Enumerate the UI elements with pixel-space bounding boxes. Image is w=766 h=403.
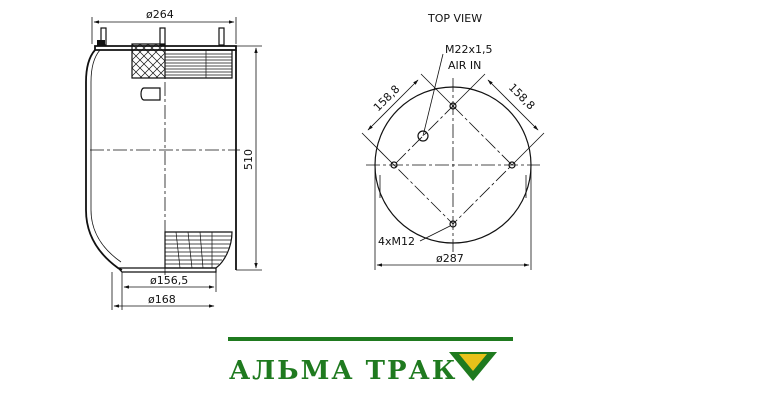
bolts-label: 4xM12 (378, 235, 415, 248)
brand-bar (228, 337, 513, 341)
bellow-inner-wall (90, 49, 122, 263)
side-view: ø264 (85, 8, 262, 310)
dim-top-view-diameter: ø287 (374, 165, 532, 270)
dim-top-diameter: ø264 (91, 8, 237, 44)
top-view-title: TOP VIEW (427, 12, 482, 25)
bellow-outline (85, 49, 123, 271)
dim-top-label: ø264 (146, 8, 174, 21)
air-inlet-label: AIR IN (448, 59, 481, 72)
dim-bolt-right-label: 158,8 (506, 81, 537, 112)
air-inlet-leader (422, 53, 444, 137)
bolt-holes (390, 102, 516, 228)
brand-logo: АЛЬМА ТРАК (228, 337, 513, 386)
top-view: TOP VIEW M22x1,5 AIR IN 158,8 (361, 12, 545, 270)
air-inlet-hole (417, 130, 429, 142)
lower-piston (164, 231, 233, 269)
dim-top-view-diameter-label: ø287 (436, 252, 464, 265)
mounting-studs (97, 27, 225, 46)
air-inlet-size-label: M22x1,5 (445, 43, 493, 56)
dim-bottom-outer-label: ø168 (148, 293, 176, 306)
dim-bottom: ø156,5 ø168 (111, 272, 217, 310)
dim-height-label: 510 (242, 149, 255, 170)
plate-flat-edges (379, 175, 527, 198)
dim-bottom-inner-label: ø156,5 (150, 274, 188, 287)
dim-height: 510 (236, 45, 262, 271)
check-mark-logo (449, 352, 497, 381)
inlet-bracket (140, 87, 161, 101)
bolt-pattern-square (393, 105, 513, 225)
bolts-leader (419, 225, 451, 242)
brand-name: АЛЬМА ТРАК (229, 356, 457, 386)
upper-bead (165, 49, 233, 79)
